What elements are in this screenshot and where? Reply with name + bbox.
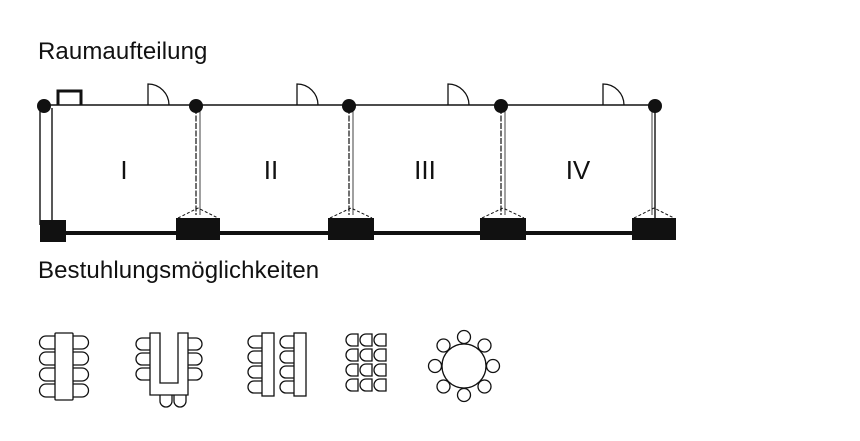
- wall-blocks: [40, 218, 676, 242]
- seating-options-heading: Bestuhlungsmöglichkeiten: [38, 257, 320, 284]
- room-label-3: III: [414, 155, 436, 185]
- banquet-layout-icon: [427, 329, 501, 403]
- classroom-layout-icon: [247, 332, 307, 397]
- seating-icons: [38, 329, 501, 408]
- theater-layout-icon: [345, 333, 387, 392]
- column-detail: [56, 89, 83, 105]
- room-division-heading: Raumaufteilung: [38, 38, 208, 65]
- room-label-1: I: [120, 155, 127, 185]
- room-label-2: II: [264, 155, 278, 185]
- doors: [147, 83, 625, 106]
- room-label-4: IV: [566, 155, 591, 185]
- floor-plan: [39, 83, 675, 235]
- partition-walls: [195, 108, 653, 215]
- u-shape-layout-icon: [135, 332, 203, 408]
- boardroom-layout-icon: [38, 332, 90, 401]
- column-markers: [37, 99, 662, 113]
- partition-fold-lines: [177, 207, 675, 219]
